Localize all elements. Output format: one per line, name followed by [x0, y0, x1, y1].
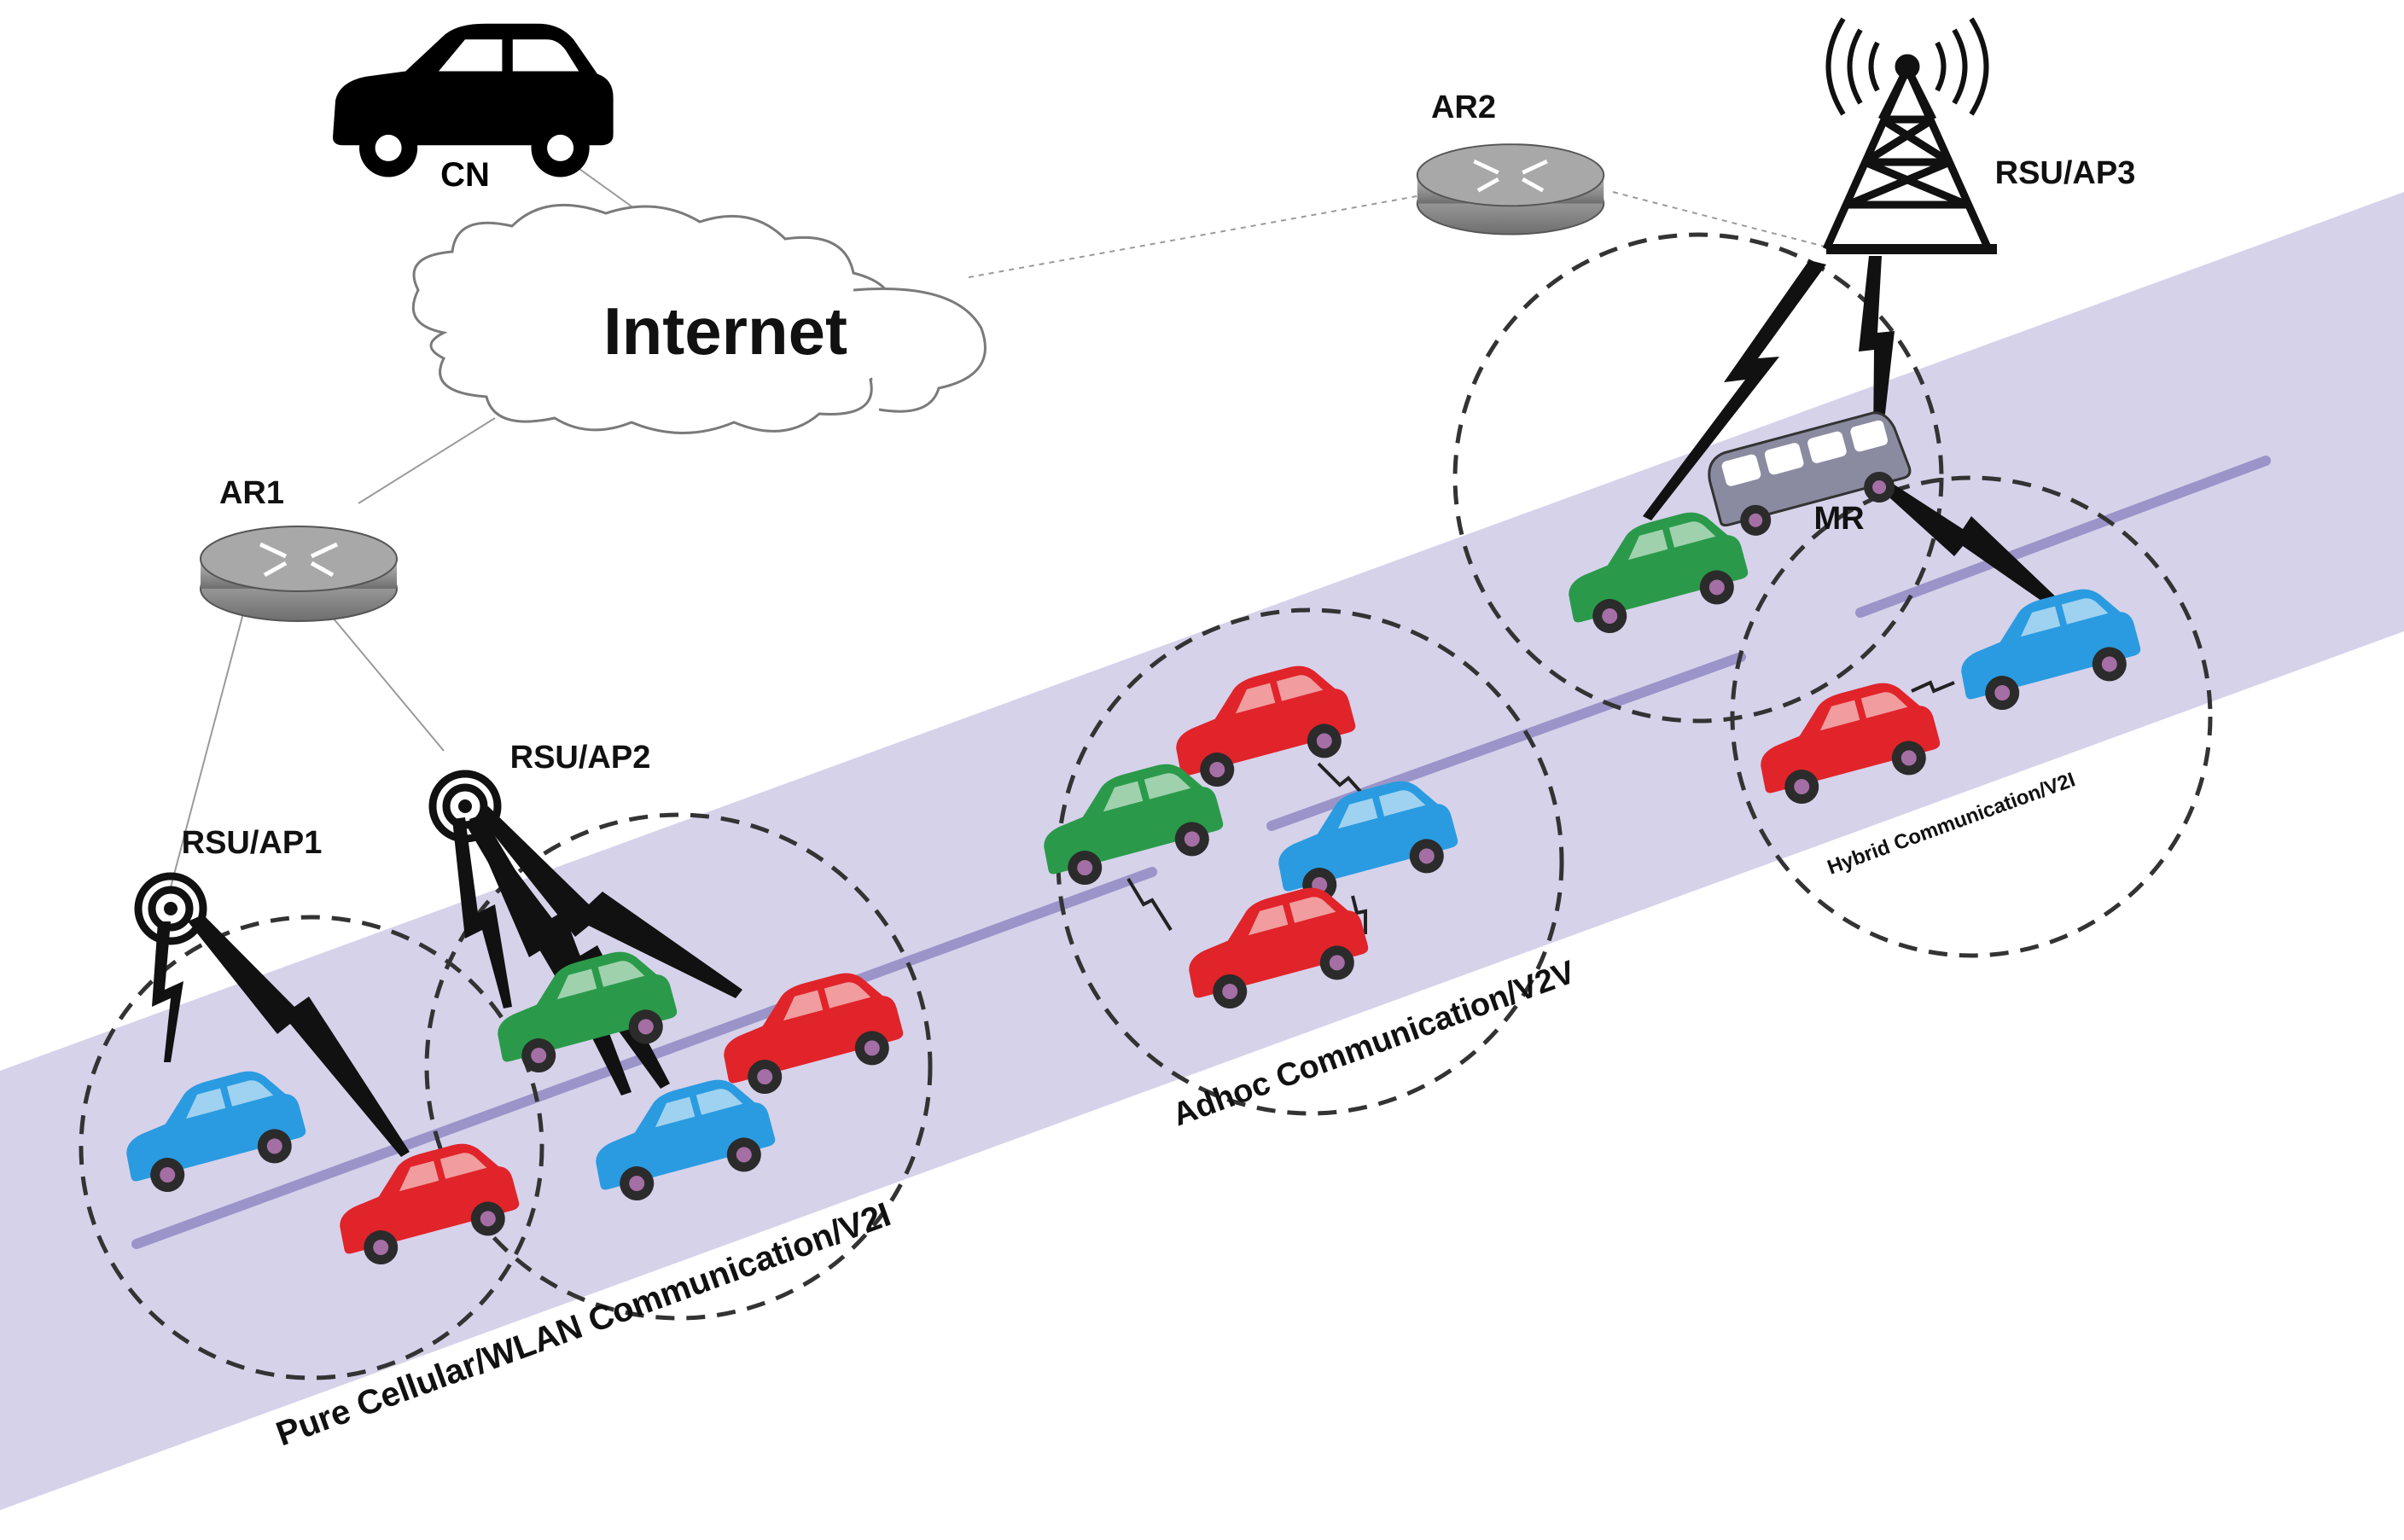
ar1-router-icon: [201, 526, 397, 621]
internet-cloud-icon: [411, 203, 987, 434]
cn-label: CN: [440, 156, 490, 194]
bus-mr-icon: [1708, 411, 1912, 536]
internet-label: Internet: [603, 293, 847, 369]
mr-label: MR: [1813, 501, 1864, 537]
cell-tower-icon: [1822, 17, 1997, 254]
ar2-router-icon: [1417, 144, 1604, 234]
cn-car-icon: [333, 23, 614, 177]
rsu-ap3-label: RSU/AP3: [1995, 155, 2136, 191]
ar2-label: AR2: [1431, 90, 1496, 125]
rsu-ap2-label: RSU/AP2: [510, 740, 651, 776]
ar1-label: AR1: [219, 475, 284, 511]
rsu-ap1-label: RSU/AP1: [182, 825, 323, 861]
coverage-circles: [79, 232, 2213, 1380]
